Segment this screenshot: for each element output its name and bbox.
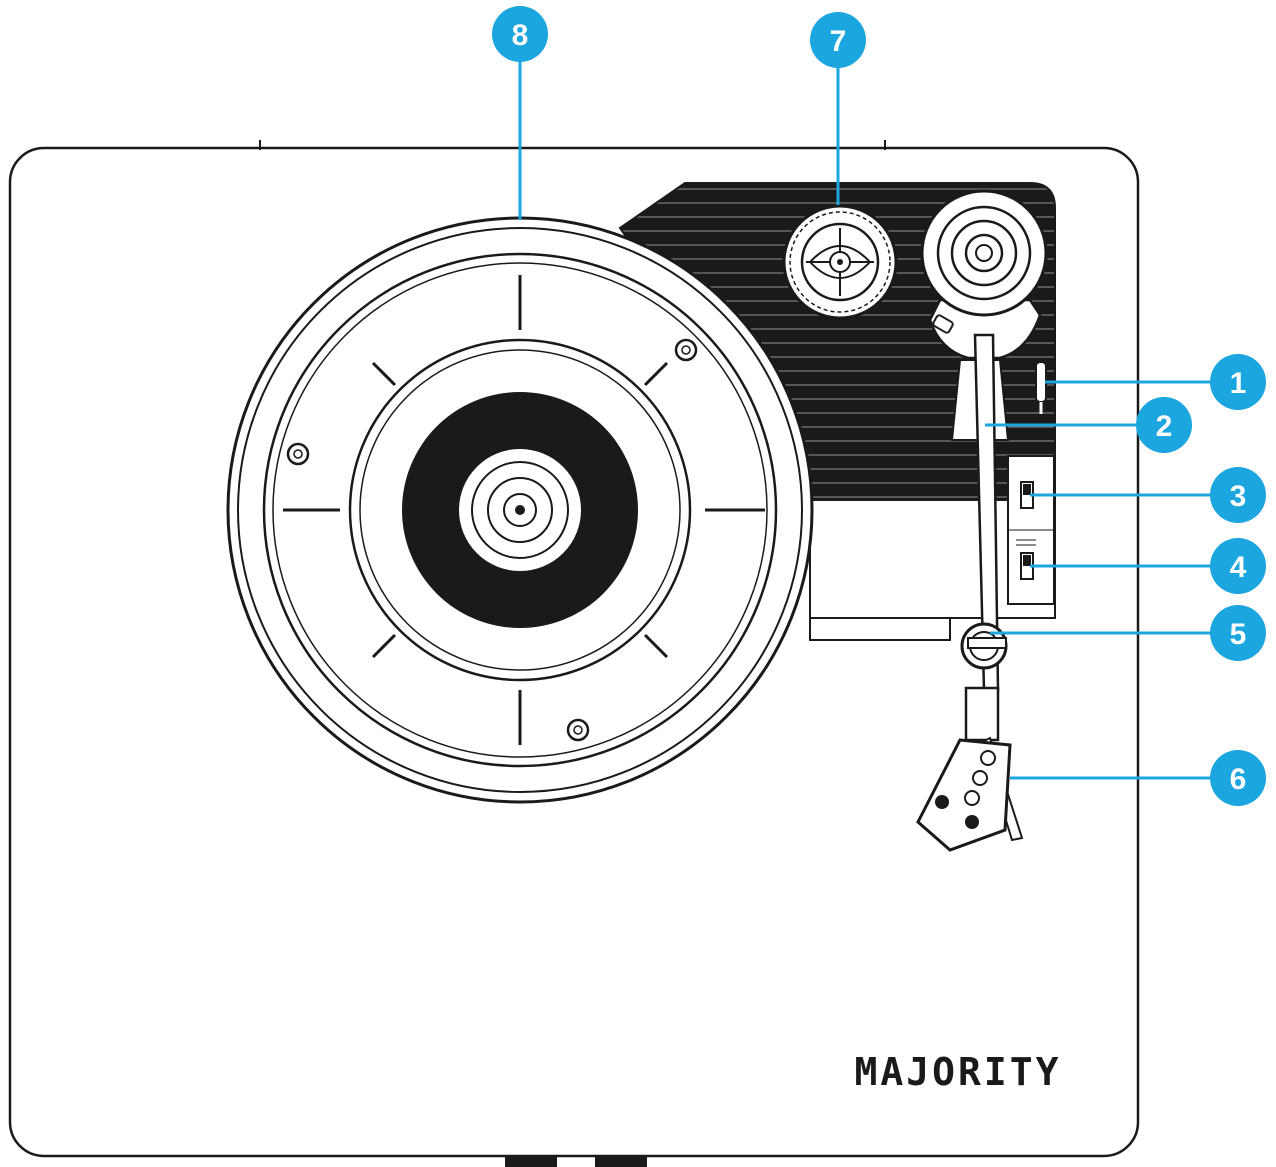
callout-lines [518,55,1212,780]
callout-6: 6 [1210,750,1266,806]
svg-text:2: 2 [1156,410,1173,443]
svg-text:8: 8 [512,19,529,52]
svg-text:1: 1 [1230,367,1247,400]
callout-2: 2 [1136,397,1192,453]
adapter-holder [782,204,898,320]
svg-text:4: 4 [1230,551,1247,584]
svg-text:3: 3 [1230,480,1247,513]
callout-4: 4 [1210,538,1266,594]
cue-lever[interactable] [1035,361,1047,403]
callout-1: 1 [1210,354,1266,410]
callout-3: 3 [1210,467,1266,523]
callout-7: 7 [810,12,866,68]
svg-text:7: 7 [830,25,847,58]
svg-text:6: 6 [1230,763,1247,796]
arm-rest-clip[interactable] [960,622,1008,670]
spindle [515,505,525,515]
callout-8: 8 [492,6,548,62]
front-foot-left [505,1155,557,1167]
platter [226,216,814,804]
svg-text:5: 5 [1230,618,1247,651]
brand-logo: MAJORITY [854,1050,1061,1094]
front-foot-right [595,1155,647,1167]
tonearm-pivot [920,189,1048,360]
headshell[interactable] [916,686,1024,852]
callout-5: 5 [1210,605,1266,661]
